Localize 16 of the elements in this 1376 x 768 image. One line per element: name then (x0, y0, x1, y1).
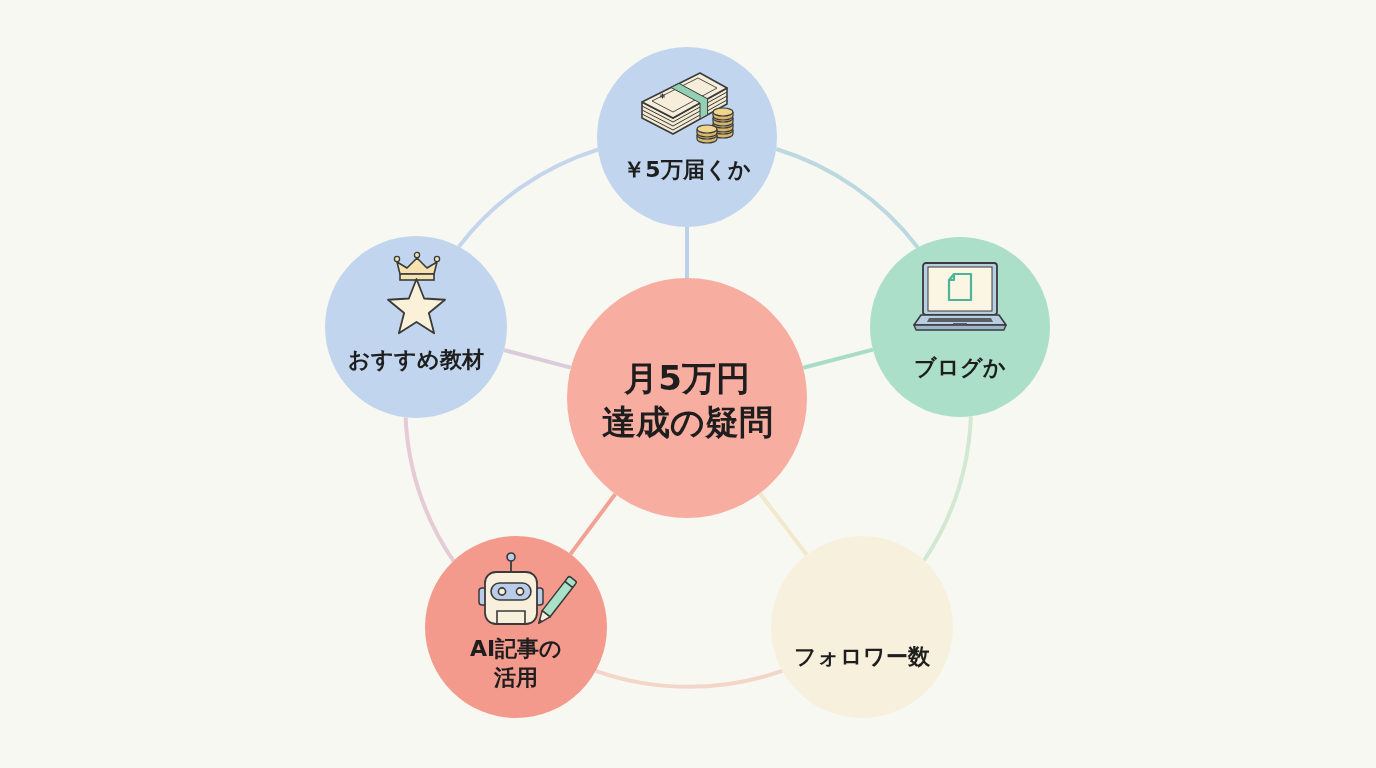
connector-line (595, 668, 783, 689)
connector-line (568, 492, 617, 556)
node-label: ￥5万届くか (623, 155, 751, 184)
connector-line (802, 347, 874, 370)
connector-line (403, 417, 456, 562)
connector-line (457, 147, 599, 249)
connector-line (922, 416, 973, 562)
node-label: ブログか (914, 353, 1006, 382)
node-label: AI記事の活用 (468, 635, 564, 692)
connector-line (685, 227, 689, 278)
node-label: おすすめ教材 (348, 345, 484, 374)
connector-line (503, 348, 572, 370)
connector-line (775, 147, 920, 249)
hub-label: 月5万円達成の疑問 (600, 356, 774, 444)
node-label: フォロワー数 (794, 642, 930, 671)
connector-line (758, 492, 809, 556)
